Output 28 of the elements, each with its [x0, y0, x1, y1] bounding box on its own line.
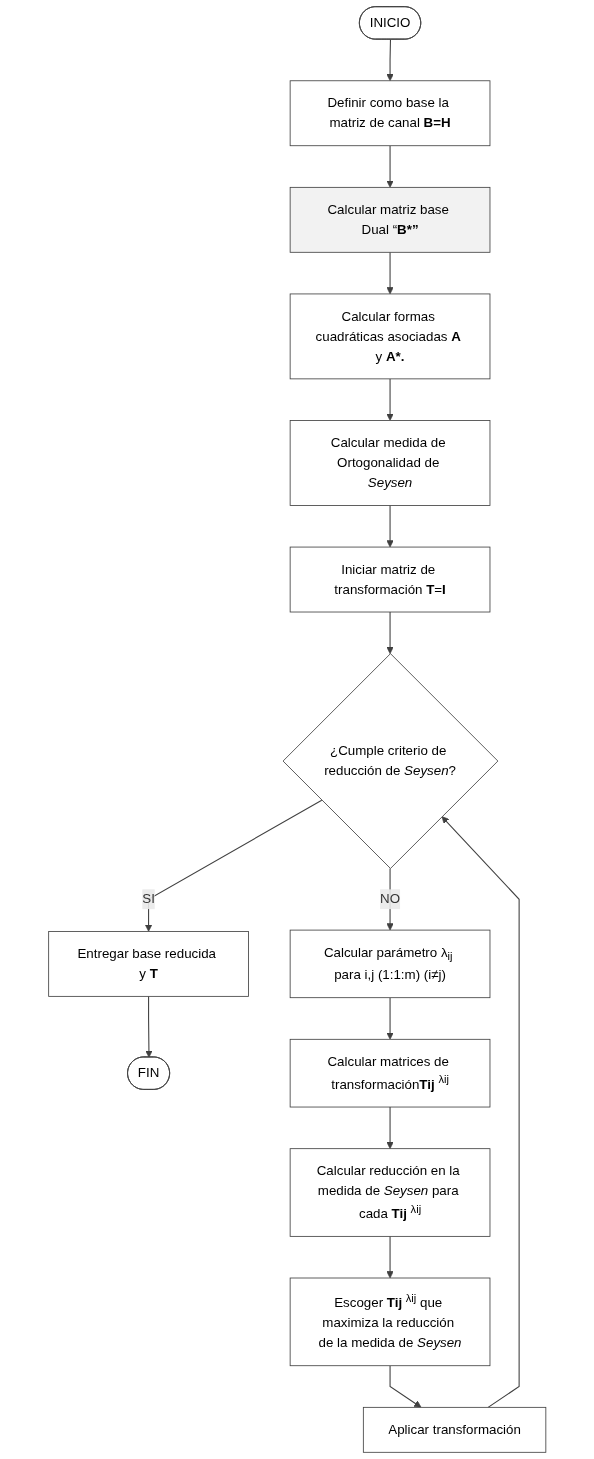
- node-box: Iniciar matriz de transformación T=I: [289, 546, 491, 613]
- node-diamond: ¿Cumple criterio de reducción de Seysen?: [282, 653, 499, 869]
- arrow: [386, 997, 394, 1040]
- edge-label: SI: [142, 891, 155, 906]
- node-box: Calcular reducción en la medida de Seysen para cada Tij $^{λij}$: [289, 1148, 491, 1237]
- node-box: Aplicar transformación: [362, 1406, 546, 1453]
- arrow: [389, 1365, 422, 1408]
- arrow: [441, 816, 520, 1408]
- arrow: [386, 378, 394, 421]
- arrow: [386, 611, 394, 654]
- arrow: [386, 145, 394, 188]
- node-box: Calcular formas cuadráticas asociadas A y A*.: [289, 293, 491, 380]
- node-box: Calcular matriz base Dual “B*”: [289, 186, 491, 253]
- arrow: [386, 504, 394, 548]
- node-box: Entregar base reducida y T: [48, 931, 249, 997]
- node-box: Calcular matrices de transformaciónTij $^{λij}$: [289, 1038, 491, 1108]
- arrow: [386, 251, 394, 295]
- arrow: [144, 799, 323, 932]
- node-box: Calcular medida de Ortogonalidad de Seysen: [289, 420, 491, 506]
- arrow: [386, 867, 394, 931]
- arrow: [386, 39, 394, 82]
- arrow: [145, 995, 153, 1058]
- node-box: Escoger Tij $^{λij}$ que maximiza la reducción de la medida de Seysen: [289, 1277, 491, 1367]
- edge-label: NO: [379, 891, 400, 906]
- arrow: [386, 1106, 394, 1149]
- node-box: Definir como base la matriz de canal B=H: [289, 80, 491, 147]
- arrow: [386, 1235, 394, 1279]
- node-box: Calcular parámetro λ$_{ij}$ para i,j (1:1:m) (i≠j): [289, 929, 491, 999]
